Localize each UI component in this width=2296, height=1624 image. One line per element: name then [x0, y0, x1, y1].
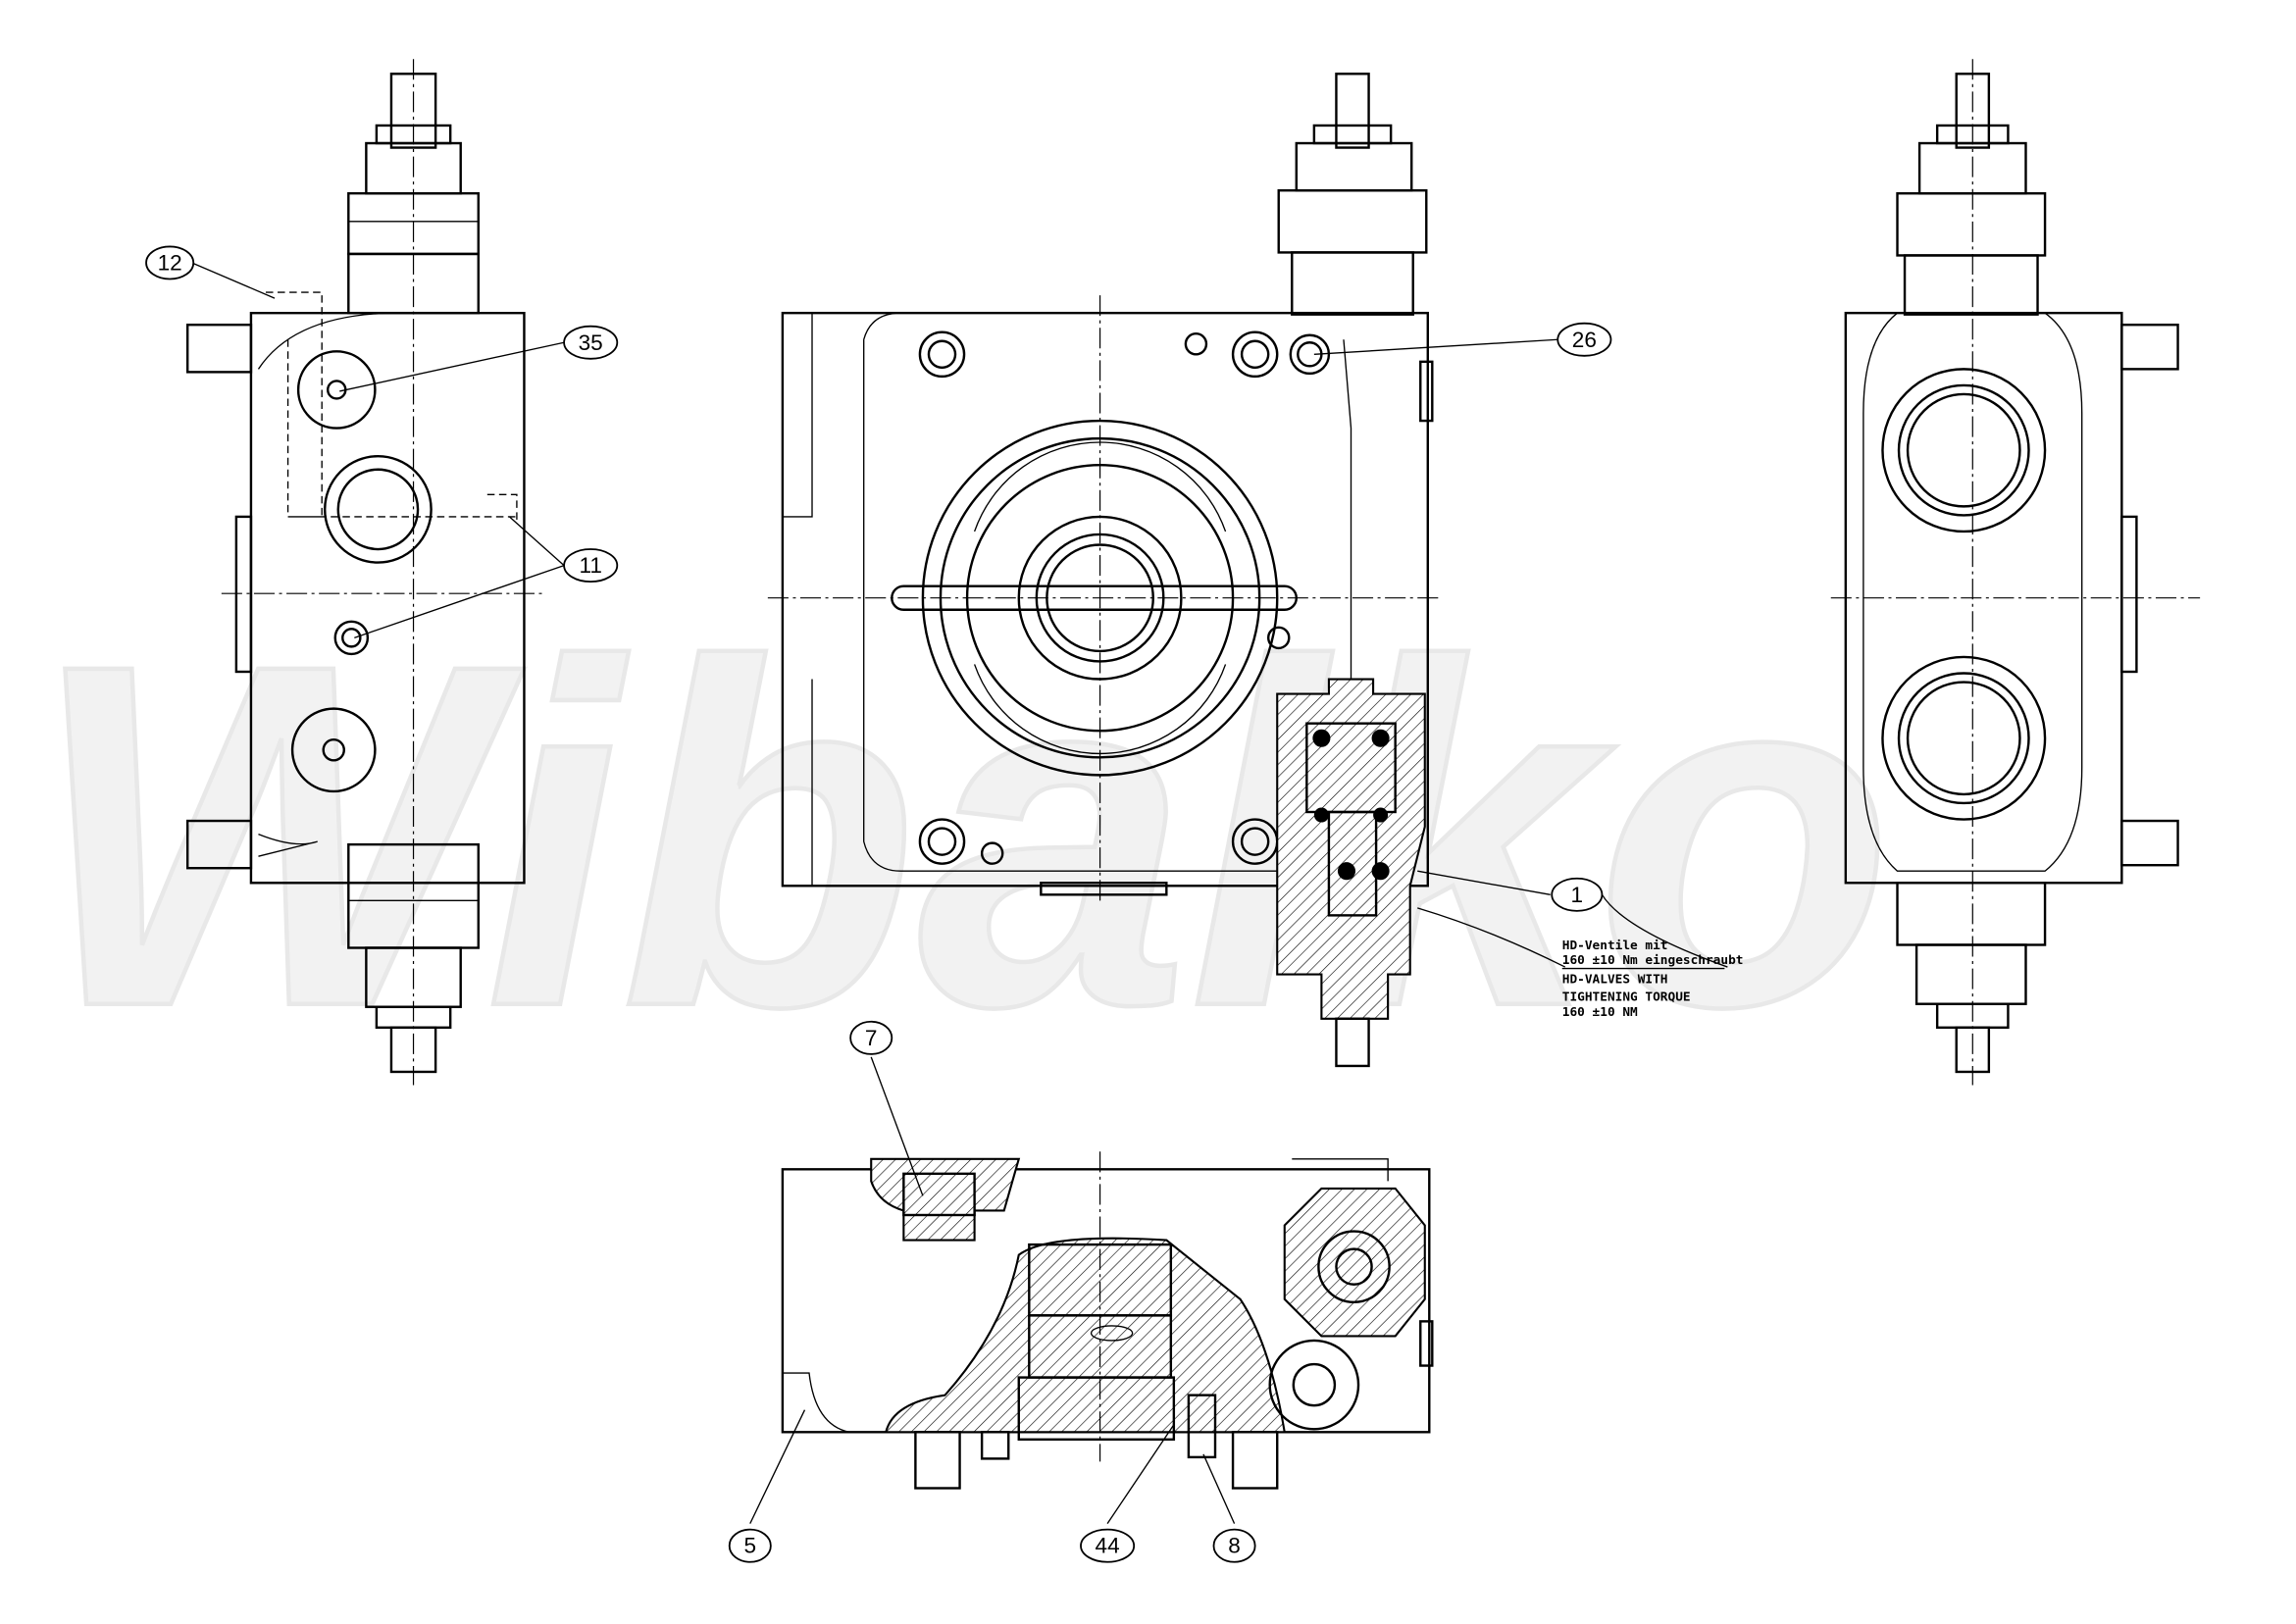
balloon-8: 8	[1212, 1528, 1256, 1563]
balloon-5: 5	[728, 1528, 772, 1563]
svg-text:1: 1	[1571, 883, 1584, 907]
balloon-11: 11	[563, 548, 619, 584]
balloon-44: 44	[1080, 1528, 1136, 1563]
balloon-1: 1	[1551, 877, 1604, 912]
leader-lines	[191, 262, 1728, 1525]
svg-text:7: 7	[865, 1026, 878, 1050]
note-line-4: TIGHTENING TORQUE	[1562, 990, 1691, 1005]
note-line-3: HD-VALVES WITH	[1562, 973, 1668, 988]
balloon-26: 26	[1556, 322, 1612, 357]
svg-text:44: 44	[1096, 1534, 1120, 1558]
note-line-2: 160 ±10 Nm eingeschraubt	[1562, 953, 1744, 968]
svg-text:26: 26	[1572, 328, 1597, 352]
svg-text:8: 8	[1228, 1534, 1241, 1558]
bottom-section-view	[781, 1151, 1434, 1490]
watermark: Wibalko	[29, 564, 1893, 1108]
valve-torque-note: HD-Ventile mit 160 ±10 Nm eingeschraubt …	[1561, 939, 1744, 1020]
center-view	[767, 73, 1440, 1068]
left-view	[185, 59, 547, 1086]
svg-text:5: 5	[743, 1534, 756, 1558]
svg-text:11: 11	[579, 553, 601, 578]
balloon-35: 35	[563, 325, 619, 360]
svg-text:12: 12	[158, 250, 182, 275]
note-line-5: 160 ±10 NM	[1562, 1005, 1638, 1020]
note-line-1: HD-Ventile mit	[1562, 939, 1668, 953]
right-view	[1830, 59, 2201, 1086]
balloon-12: 12	[145, 245, 195, 280]
svg-text:35: 35	[579, 330, 603, 355]
balloon-7: 7	[849, 1020, 893, 1055]
